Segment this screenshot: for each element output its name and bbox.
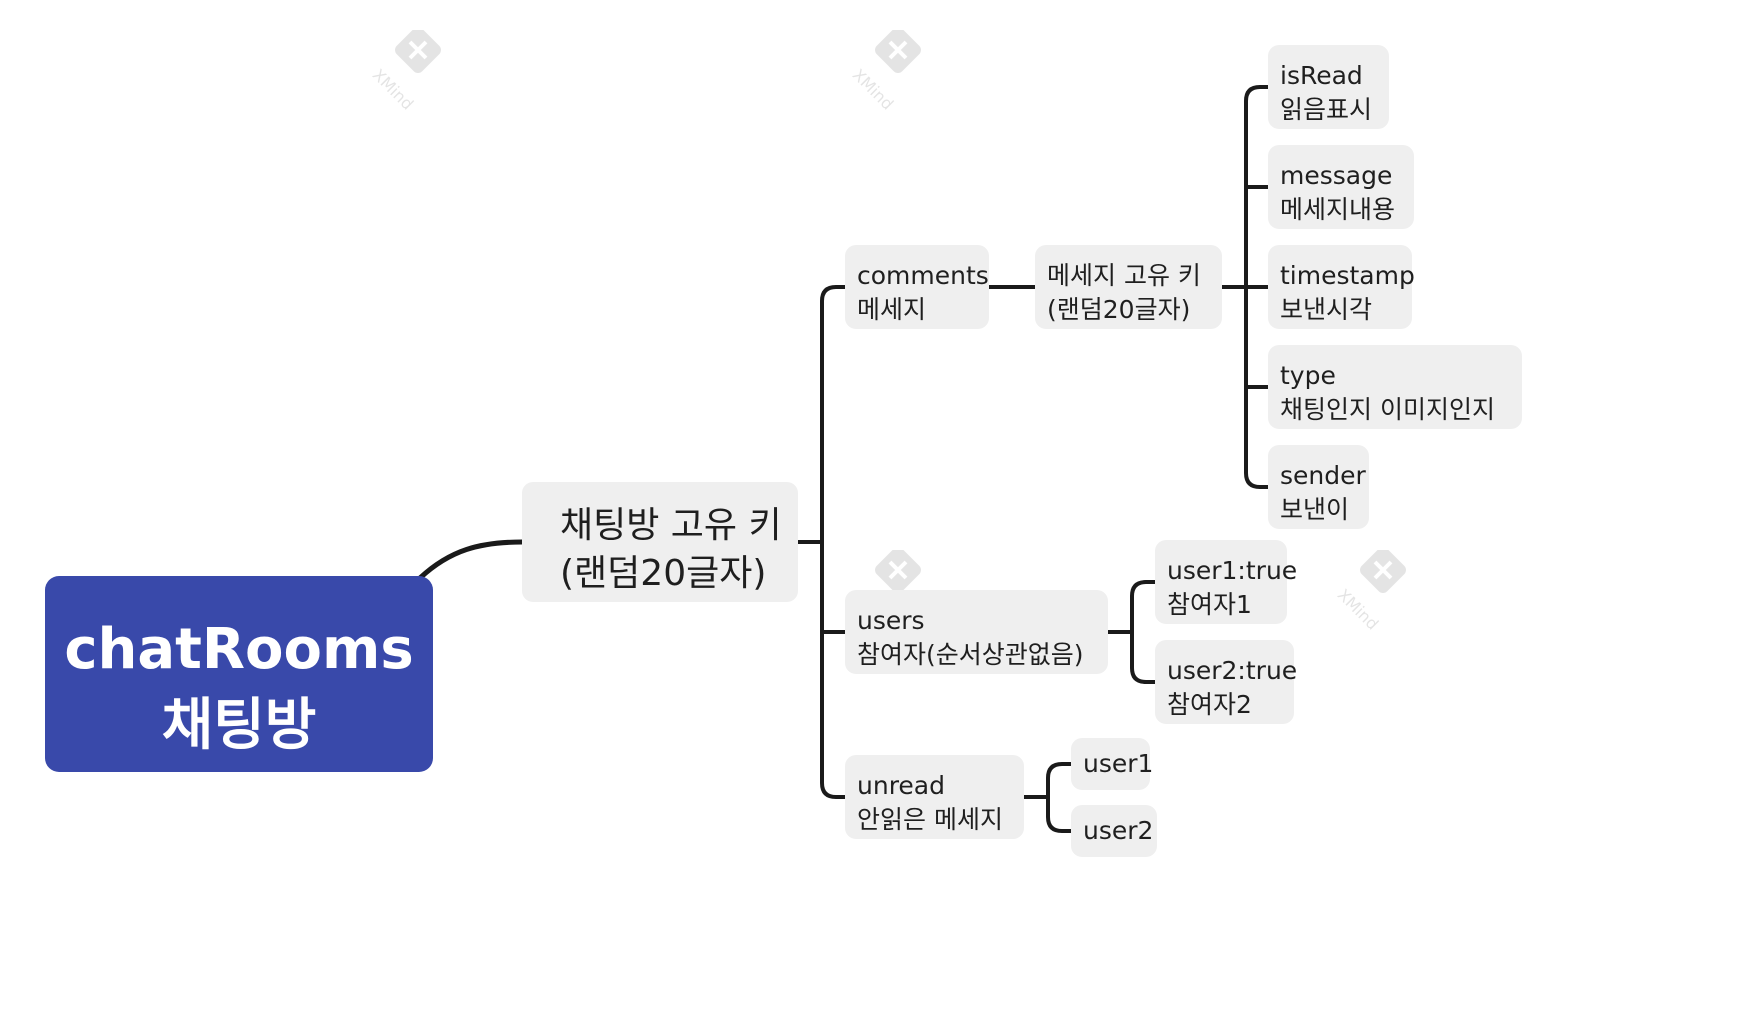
xmind-watermark-icon: XMind [1335, 550, 1406, 630]
node-comments[interactable]: comments 메세지 [845, 245, 989, 329]
node-message-key-sub: (랜덤20글자) [1047, 295, 1191, 324]
node-message-label: message [1280, 161, 1393, 190]
node-user2-sub: 참여자2 [1167, 690, 1252, 719]
node-type[interactable]: type 채팅인지 이미지인지 [1268, 345, 1522, 429]
node-unread-user2-label: user2 [1083, 816, 1154, 845]
node-sender-sub: 보낸이 [1280, 495, 1350, 524]
node-unread-sub: 안읽은 메세지 [857, 805, 1003, 834]
node-user1-label: user1:true [1167, 556, 1298, 585]
xmind-watermark-icon: XMind [850, 30, 921, 110]
node-comments-sub: 메세지 [857, 295, 927, 324]
node-sender[interactable]: sender 보낸이 [1268, 445, 1369, 529]
users-bracket [1130, 580, 1157, 684]
root-topic-chatrooms[interactable]: chatRooms 채팅방 [45, 576, 433, 772]
node-unread-user1-label: user1 [1083, 749, 1154, 778]
node-user2-label: user2:true [1167, 656, 1298, 685]
node-unread[interactable]: unread 안읽은 메세지 [845, 755, 1024, 839]
node-room-key[interactable]: 채팅방 고유 키 (랜덤20글자) [522, 482, 798, 602]
node-comments-label: comments [857, 261, 989, 290]
node-message-key[interactable]: 메세지 고유 키 (랜덤20글자) [1035, 245, 1222, 329]
node-unread-label: unread [857, 771, 945, 800]
node-users[interactable]: users 참여자(순서상관없음) [845, 590, 1108, 674]
node-sender-label: sender [1280, 461, 1366, 490]
unread-bracket [1046, 762, 1073, 833]
node-isread-label: isRead [1280, 61, 1363, 90]
node-room-key-label: 채팅방 고유 키 [560, 505, 782, 546]
node-type-label: type [1280, 361, 1336, 390]
xmind-watermark-icon [875, 550, 921, 593]
node-user2[interactable]: user2:true 참여자2 [1155, 640, 1298, 724]
node-users-sub: 참여자(순서상관없음) [857, 640, 1084, 669]
root-to-room-key-connector [417, 539, 525, 581]
node-unread-user1[interactable]: user1 [1071, 738, 1154, 790]
node-user1[interactable]: user1:true 참여자1 [1155, 540, 1298, 624]
room-key-bracket [820, 285, 847, 799]
node-message[interactable]: message 메세지내용 [1268, 145, 1414, 229]
node-unread-user2[interactable]: user2 [1071, 805, 1157, 857]
node-isread-sub: 읽음표시 [1280, 95, 1373, 124]
node-isread[interactable]: isRead 읽음표시 [1268, 45, 1389, 129]
root-subtitle: 채팅방 [161, 693, 317, 758]
xmind-watermark-icon: XMind [370, 30, 441, 110]
node-type-sub: 채팅인지 이미지인지 [1280, 395, 1495, 424]
node-user1-sub: 참여자1 [1167, 590, 1252, 619]
root-title: chatRooms [64, 617, 414, 682]
node-room-key-sub: (랜덤20글자) [560, 553, 767, 594]
node-timestamp-sub: 보낸시각 [1280, 295, 1373, 324]
node-users-label: users [857, 606, 925, 635]
node-timestamp-label: timestamp [1280, 261, 1415, 290]
node-message-key-label: 메세지 고유 키 [1047, 261, 1201, 290]
node-message-sub: 메세지내용 [1280, 195, 1396, 224]
node-timestamp[interactable]: timestamp 보낸시각 [1268, 245, 1415, 329]
